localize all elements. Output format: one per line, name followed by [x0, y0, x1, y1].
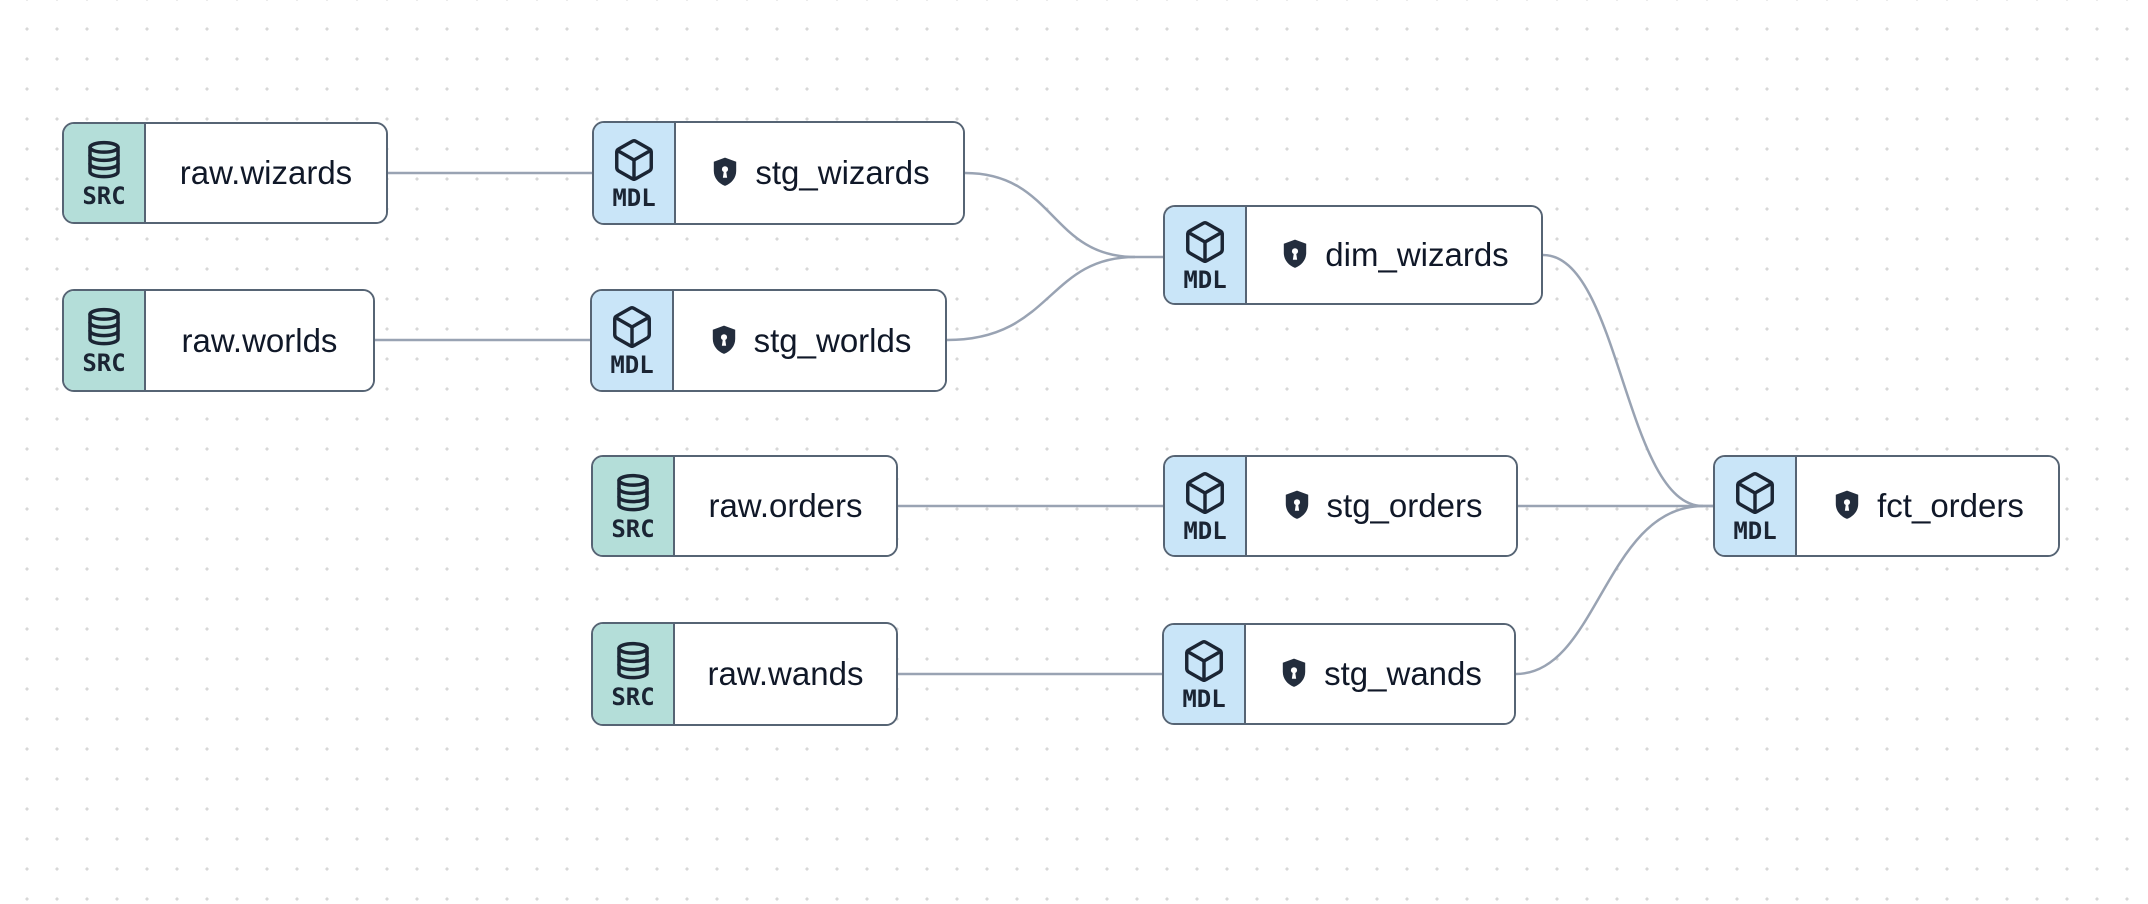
edge-dim_wizards-fct_orders — [1542, 253, 1713, 508]
node-body: stg_wands — [1246, 625, 1514, 723]
database-icon — [83, 306, 125, 348]
model-type-badge: MDL — [1715, 457, 1797, 555]
edge-stg_wizards-dim_wizards — [964, 171, 1163, 259]
node-title: stg_worlds — [753, 321, 912, 359]
source-type-badge: SRC — [593, 624, 675, 724]
node-title: raw.wands — [707, 655, 864, 692]
node-title: stg_wands — [1324, 655, 1482, 692]
node-type-label: MDL — [1182, 684, 1226, 713]
node-dim-wizards[interactable]: MDL dim_wizards — [1163, 205, 1543, 305]
cube-icon — [609, 304, 655, 350]
database-icon — [612, 472, 654, 514]
node-raw-wizards[interactable]: SRC raw.wizards — [62, 122, 388, 224]
cube-icon — [1182, 219, 1228, 265]
node-title: fct_orders — [1877, 487, 2024, 524]
node-title: raw.worlds — [181, 321, 338, 359]
node-body: stg_orders — [1247, 457, 1516, 555]
model-type-badge: MDL — [1164, 625, 1246, 723]
node-type-label: MDL — [612, 183, 656, 212]
node-type-label: MDL — [610, 351, 654, 379]
cube-icon — [1732, 470, 1778, 516]
shield-icon — [1281, 488, 1313, 524]
node-type-label: MDL — [1183, 265, 1227, 294]
node-type-label: SRC — [82, 181, 126, 210]
node-body: raw.worlds — [146, 291, 373, 390]
shield-icon — [1279, 237, 1311, 273]
node-title: raw.orders — [708, 487, 863, 524]
model-type-badge: MDL — [592, 291, 674, 390]
node-title: raw.wizards — [179, 154, 353, 191]
node-body: raw.wizards — [146, 124, 386, 222]
source-type-badge: SRC — [593, 457, 675, 555]
database-icon — [83, 139, 125, 181]
node-body: stg_wizards — [676, 123, 963, 223]
node-raw-orders[interactable]: SRC raw.orders — [591, 455, 898, 557]
node-title: stg_orders — [1326, 487, 1483, 524]
shield-icon — [709, 155, 741, 191]
node-type-label: MDL — [1183, 516, 1227, 545]
node-body: dim_wizards — [1247, 207, 1541, 303]
model-type-badge: MDL — [1165, 457, 1247, 555]
node-body: raw.wands — [675, 624, 896, 724]
edge-stg_wands-fct_orders — [1515, 504, 1704, 676]
node-stg-wands[interactable]: MDL stg_wands — [1162, 623, 1516, 725]
node-stg-worlds[interactable]: MDL stg_worlds — [590, 289, 947, 392]
node-title: stg_wizards — [755, 154, 930, 191]
node-stg-wizards[interactable]: MDL stg_wizards — [592, 121, 965, 225]
node-raw-wands[interactable]: SRC raw.wands — [591, 622, 898, 726]
node-type-label: SRC — [611, 682, 655, 711]
node-body: stg_worlds — [674, 291, 945, 390]
node-type-label: SRC — [82, 349, 126, 377]
node-raw-worlds[interactable]: SRC raw.worlds — [62, 289, 375, 392]
edge-stg_worlds-dim_wizards — [946, 255, 1136, 342]
model-type-badge: MDL — [1165, 207, 1247, 303]
node-body: raw.orders — [675, 457, 896, 555]
node-type-label: SRC — [611, 514, 655, 543]
cube-icon — [1181, 638, 1227, 684]
model-type-badge: MDL — [594, 123, 676, 223]
node-fct-orders[interactable]: MDL fct_orders — [1713, 455, 2060, 557]
node-body: fct_orders — [1797, 457, 2058, 555]
cube-icon — [611, 137, 657, 183]
shield-icon — [1831, 488, 1863, 524]
database-icon — [612, 640, 654, 682]
node-stg-orders[interactable]: MDL stg_orders — [1163, 455, 1518, 557]
shield-icon — [1278, 656, 1310, 692]
node-type-label: MDL — [1733, 516, 1777, 545]
source-type-badge: SRC — [64, 124, 146, 222]
node-title: dim_wizards — [1325, 236, 1509, 273]
shield-icon — [708, 323, 740, 359]
source-type-badge: SRC — [64, 291, 146, 390]
cube-icon — [1182, 470, 1228, 516]
